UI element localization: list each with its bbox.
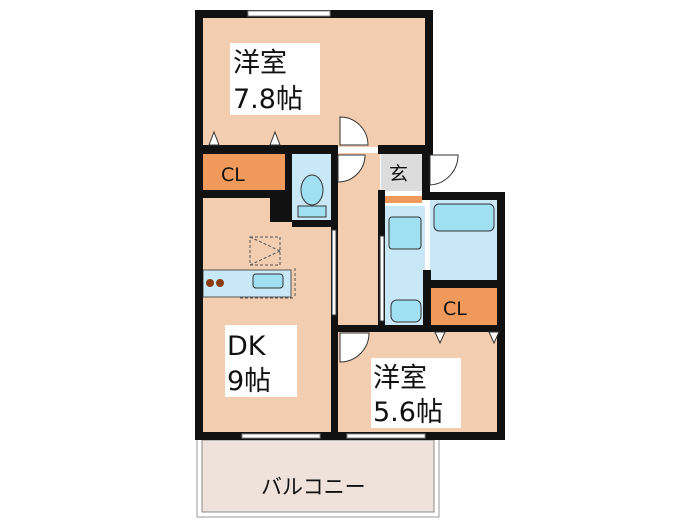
toilet-icon (300, 174, 324, 206)
closet1-label: CL (221, 164, 245, 186)
stove-burner-icon (216, 279, 224, 287)
dk-floor (203, 197, 331, 433)
bedroom1-name: 洋室 (233, 48, 287, 79)
door-toilet (337, 154, 366, 183)
shoe-shelf (384, 196, 422, 203)
toilet-tank-icon (297, 205, 327, 218)
closet2-label: CL (443, 298, 467, 320)
dk-size: 9帖 (227, 366, 271, 397)
door-bedroom1 (339, 116, 369, 146)
washbasin-icon (388, 216, 422, 250)
hallway-floor (338, 153, 380, 333)
bedroom2-name: 洋室 (373, 363, 427, 394)
washer-icon (390, 299, 422, 323)
balcony-label: バルコニー (261, 475, 366, 499)
dk-name: DK (227, 331, 267, 362)
entrance-label: 玄 (389, 163, 408, 185)
stove-burner-icon (206, 279, 214, 287)
sink-icon (252, 273, 284, 289)
bedroom1-size: 7.8帖 (233, 84, 303, 115)
door-bedroom2 (339, 332, 370, 363)
windows (241, 10, 426, 439)
doors (208, 116, 500, 363)
balcony (196, 437, 440, 518)
closet2 (430, 287, 498, 325)
door-entrance (429, 154, 459, 186)
bathtub-icon (433, 203, 495, 232)
bedroom2-size: 5.6帖 (373, 397, 443, 428)
closet1 (203, 154, 285, 192)
entrance (381, 153, 423, 191)
